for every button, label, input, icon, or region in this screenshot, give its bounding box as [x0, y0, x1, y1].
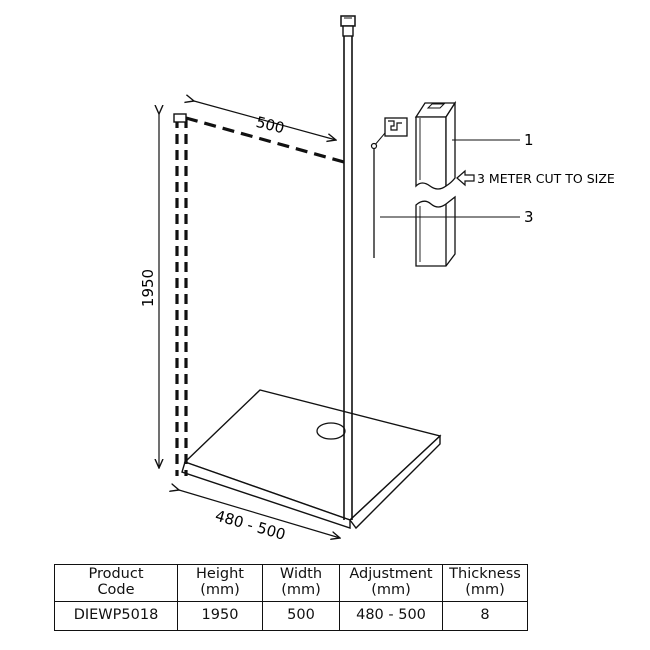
header-width: Width (mm): [262, 564, 340, 602]
support-bar: [340, 15, 356, 520]
cell-adjustment: 480 - 500: [339, 601, 443, 631]
cell-product-code: DIEWP5018: [54, 601, 178, 631]
cell-width: 500: [262, 601, 340, 631]
header-product-code: Product Code: [54, 564, 178, 602]
waste-outlet: [316, 422, 346, 440]
cell-height: 1950: [177, 601, 263, 631]
callouts: 1 3 3 METER CUT TO SIZE: [380, 131, 615, 226]
callout-1: 1: [524, 131, 534, 149]
adjustment-label: 480 - 500: [213, 507, 287, 544]
width-dimension: 500: [194, 101, 336, 140]
height-label: 1950: [139, 269, 157, 307]
header-thickness: Thickness (mm): [442, 564, 528, 602]
profile-detail: [370, 117, 408, 258]
header-adjustment: Adjustment (mm): [339, 564, 443, 602]
height-dimension: 1950: [139, 114, 159, 468]
header-height: Height (mm): [177, 564, 263, 602]
cut-arrow-icon: [456, 169, 475, 187]
cut-note: 3 METER CUT TO SIZE: [477, 171, 615, 186]
spec-table: Product Code Height (mm) Width (mm) Adju…: [54, 564, 528, 631]
upright-post-detail: [414, 100, 457, 267]
table-row: DIEWP5018 1950 500 480 - 500 8: [54, 601, 528, 631]
width-label: 500: [254, 113, 286, 137]
callout-3: 3: [524, 208, 534, 226]
table-header-row: Product Code Height (mm) Width (mm) Adju…: [54, 564, 528, 602]
cell-thickness: 8: [442, 601, 528, 631]
